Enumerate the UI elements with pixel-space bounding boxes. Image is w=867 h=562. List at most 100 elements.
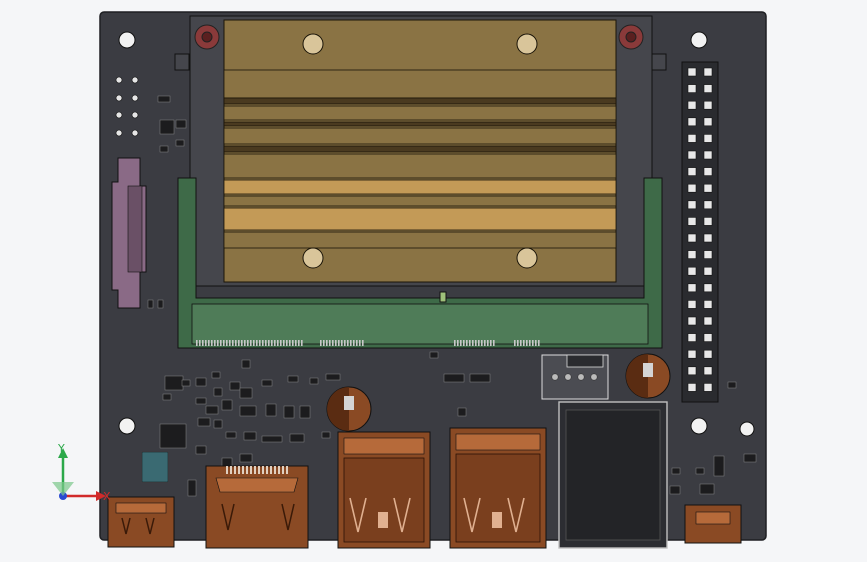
sodimm-pin bbox=[487, 340, 489, 346]
hdmi-pin bbox=[262, 466, 264, 474]
sodimm-pin bbox=[223, 340, 225, 346]
sodimm-pin bbox=[469, 340, 471, 346]
gpio-pin bbox=[687, 300, 697, 309]
gpio-pin bbox=[687, 134, 697, 143]
sodimm-pin bbox=[298, 340, 300, 346]
sodimm-pin bbox=[286, 340, 288, 346]
sodimm-pin bbox=[205, 340, 207, 346]
hdmi-pin bbox=[230, 466, 232, 474]
hdmi-pin bbox=[278, 466, 280, 474]
hdmi-pin bbox=[238, 466, 240, 474]
gpio-pin bbox=[703, 233, 713, 243]
smd-part bbox=[195, 445, 207, 455]
gpio-pin bbox=[687, 366, 697, 376]
sodimm-pin bbox=[454, 340, 456, 346]
hdmi-pin bbox=[266, 466, 268, 474]
gpio-pin bbox=[687, 233, 697, 243]
gpio-pin bbox=[703, 316, 713, 326]
smd-part bbox=[261, 435, 283, 443]
sodimm-pin bbox=[292, 340, 294, 346]
sodimm-pin bbox=[280, 340, 282, 346]
sodimm-pin bbox=[466, 340, 468, 346]
smd-part bbox=[221, 457, 233, 467]
heatsink-fin bbox=[223, 153, 617, 179]
sodimm-pin bbox=[259, 340, 261, 346]
smd-part bbox=[159, 145, 169, 153]
sodimm-pin bbox=[356, 340, 358, 346]
sodimm-pin bbox=[359, 340, 361, 346]
gpio-pin bbox=[687, 67, 697, 77]
smd-part bbox=[211, 371, 221, 379]
gpio-pin bbox=[703, 366, 713, 376]
smd-part bbox=[195, 377, 207, 387]
smd-part bbox=[283, 405, 295, 419]
gpio-pin bbox=[687, 200, 697, 210]
sodimm-pin bbox=[323, 340, 325, 346]
smd-part bbox=[213, 419, 223, 429]
smd-part bbox=[159, 423, 187, 449]
smd-part bbox=[261, 379, 273, 387]
smd-part bbox=[157, 95, 171, 103]
sodimm-pin bbox=[326, 340, 328, 346]
smd-part bbox=[429, 351, 439, 359]
gpio-pin bbox=[687, 84, 697, 93]
sodimm-pin bbox=[484, 340, 486, 346]
smd-part bbox=[159, 119, 175, 135]
sodimm-pin bbox=[338, 340, 340, 346]
axis-label-y: Y bbox=[57, 442, 65, 455]
screw-left bbox=[194, 24, 220, 50]
gpio-pin bbox=[703, 117, 713, 127]
sodimm-pin bbox=[341, 340, 343, 346]
gpio-pin bbox=[703, 67, 713, 77]
gpio-pin bbox=[703, 84, 713, 93]
smd-part bbox=[221, 399, 233, 411]
smd-part bbox=[187, 479, 197, 497]
heatsink-fin bbox=[223, 121, 617, 127]
sodimm-pin bbox=[335, 340, 337, 346]
smd-part bbox=[157, 299, 164, 309]
gpio-pin bbox=[703, 250, 713, 259]
gpio-pin bbox=[703, 349, 713, 359]
sodimm-pin bbox=[353, 340, 355, 346]
smd-part bbox=[239, 387, 253, 399]
sodimm-pin bbox=[241, 340, 243, 346]
heatsink-fin bbox=[223, 145, 617, 153]
gpio-pin bbox=[687, 283, 697, 293]
sodimm-pin bbox=[529, 340, 531, 346]
gpio-pin bbox=[687, 383, 697, 392]
screw-right bbox=[618, 24, 644, 50]
smd-part bbox=[309, 377, 319, 385]
sodimm-pin bbox=[475, 340, 477, 346]
sodimm-pin bbox=[214, 340, 216, 346]
sodimm-pin bbox=[220, 340, 222, 346]
axis-triad: Y X bbox=[52, 442, 111, 503]
usb-c-port bbox=[107, 496, 175, 548]
sodimm-pin bbox=[301, 340, 303, 346]
hdmi-pin bbox=[274, 466, 276, 474]
gpio-pin bbox=[687, 217, 697, 226]
smd-part bbox=[195, 397, 207, 405]
sodimm-pin bbox=[320, 340, 322, 346]
smd-part bbox=[239, 453, 253, 463]
hdmi-pin bbox=[282, 466, 284, 474]
smd-part bbox=[743, 453, 757, 463]
heatsink bbox=[223, 19, 617, 283]
sodimm-pin bbox=[202, 340, 204, 346]
smd-part bbox=[727, 381, 737, 389]
smd-part bbox=[699, 483, 715, 495]
heatsink-fin bbox=[223, 69, 617, 99]
gpio-pin bbox=[687, 150, 697, 160]
gpio-pin bbox=[703, 217, 713, 226]
vias bbox=[115, 76, 139, 137]
sodimm-pin bbox=[235, 340, 237, 346]
sodimm-pin bbox=[350, 340, 352, 346]
gpio-pin bbox=[703, 100, 713, 110]
sodimm-pin bbox=[196, 340, 198, 346]
smd-part bbox=[713, 455, 725, 477]
gpio-pin bbox=[703, 183, 713, 193]
csi-connector bbox=[111, 157, 147, 309]
gpio-pin bbox=[687, 167, 697, 176]
sodimm-pin bbox=[253, 340, 255, 346]
sodimm-pin bbox=[229, 340, 231, 346]
